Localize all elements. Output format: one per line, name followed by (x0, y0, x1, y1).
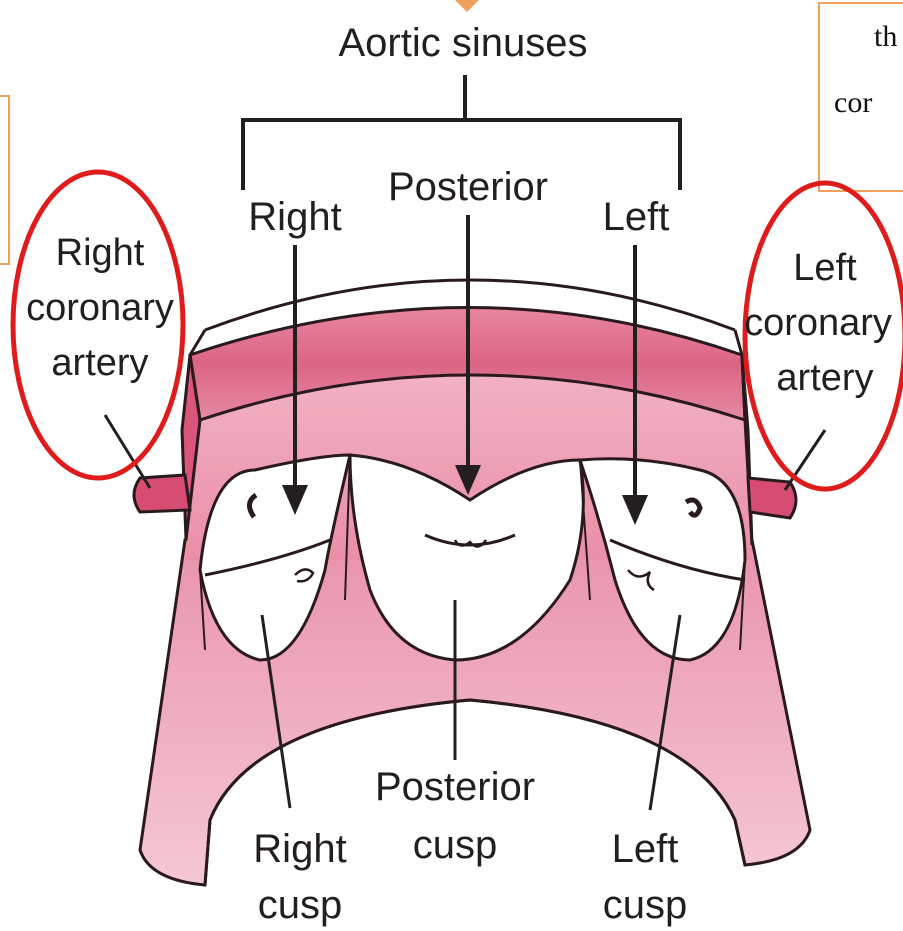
right-coronary-label-line-2: coronary (26, 287, 174, 329)
left-coronary-label-line-2: coronary (744, 302, 892, 344)
right-coronary-label-line-1: Right (56, 232, 145, 274)
posterior-cusp-label-line-1: Posterior (375, 765, 535, 809)
left-cusp-label-line-2: cusp (603, 883, 688, 927)
sinus-label-right: Right (248, 195, 341, 239)
right-cusp-label-line-1: Right (253, 827, 346, 871)
posterior-cusp-label-line-2: cusp (413, 823, 498, 867)
sinus-label-posterior: Posterior (388, 165, 548, 209)
aortic-sinuses-label: Aortic sinuses (339, 21, 588, 65)
right-coronary-artery-stub (134, 475, 190, 512)
left-cusp-label-line-1: Left (612, 827, 679, 871)
right-coronary-label-line-3: artery (51, 342, 148, 384)
sinus-label-left: Left (603, 195, 670, 239)
left-coronary-leader (785, 430, 825, 490)
right-cusp-label-line-2: cusp (258, 883, 343, 927)
left-coronary-label-line-3: artery (776, 357, 873, 399)
left-coronary-label-line-1: Left (793, 247, 857, 289)
